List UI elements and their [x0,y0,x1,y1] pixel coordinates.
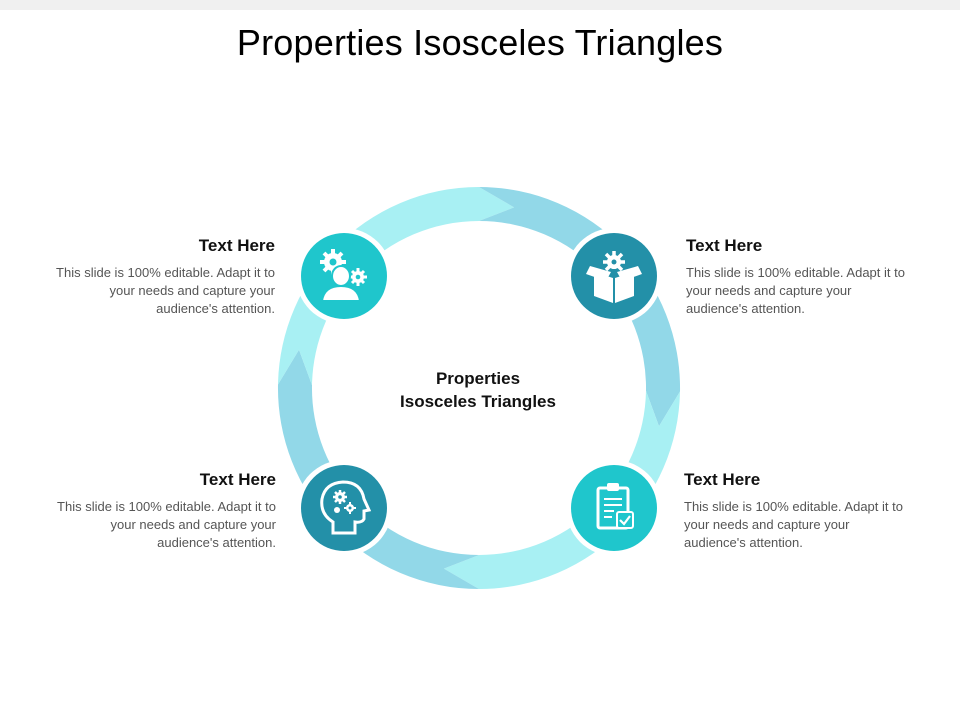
top-bar [0,0,960,10]
slide-title: Properties Isosceles Triangles [236,22,724,63]
team-gears-icon [320,249,367,302]
node-top-left [296,228,392,324]
center-label: Properties Isosceles Triangles [378,367,578,413]
box-gear-icon [586,251,642,303]
node-top-right [566,228,662,324]
text-block-body: This slide is 100% editable. Adapt it to… [686,265,905,316]
text-block-top-left: Text Here This slide is 100% editable. A… [45,236,275,318]
node-bottom-right [566,460,662,556]
node-bottom-left [296,460,392,556]
center-label-line1: Properties [435,369,521,388]
text-block-body: This slide is 100% editable. Adapt it to… [57,499,276,550]
center-label-line2: Isosceles Triangles [400,392,556,411]
text-block-heading: Text Here [198,236,275,255]
text-block-bottom-left: Text Here This slide is 100% editable. A… [46,470,276,552]
text-block-heading: Text Here [686,236,763,255]
text-block-body: This slide is 100% editable. Adapt it to… [56,265,275,316]
text-block-top-right: Text Here This slide is 100% editable. A… [686,236,916,318]
clipboard-check-icon [596,483,634,530]
head-gears-icon [320,480,372,535]
text-block-body: This slide is 100% editable. Adapt it to… [684,499,903,550]
text-block-heading: Text Here [684,470,761,489]
text-block-bottom-right: Text Here This slide is 100% editable. A… [684,470,914,552]
text-block-heading: Text Here [199,470,276,489]
